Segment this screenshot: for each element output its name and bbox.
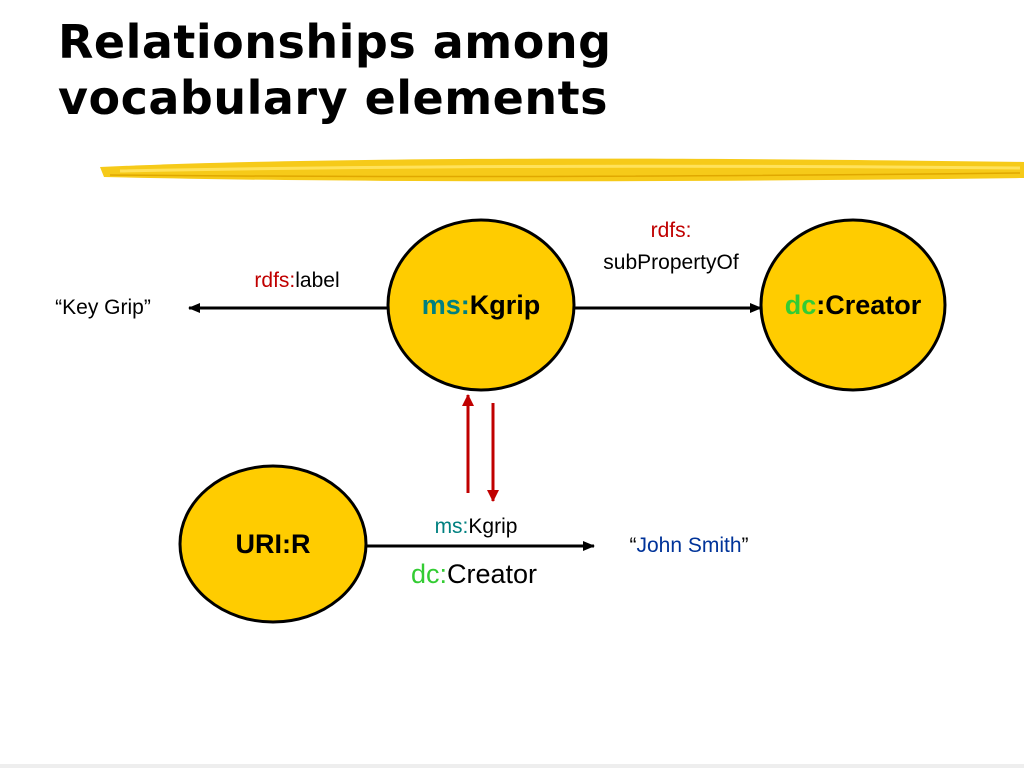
edge-subproperty-name: subPropertyOf xyxy=(603,251,739,274)
slide-title: Relationships among vocabulary elements xyxy=(58,14,612,126)
edge-uri-ms-prefix: ms: xyxy=(435,515,469,538)
footer-rule xyxy=(0,764,1024,768)
literal-johnsmith-close-quote: ” xyxy=(742,534,749,557)
node-uri xyxy=(178,464,368,624)
literal-keygrip: “Key Grip” xyxy=(55,296,151,319)
node-kgrip-name: Kgrip xyxy=(470,290,541,320)
edge-uri-dc-name: Creator xyxy=(447,559,537,589)
title-line-2: vocabulary elements xyxy=(58,71,608,125)
literal-johnsmith-open-quote: “ xyxy=(629,534,636,557)
node-kgrip-prefix: ms: xyxy=(422,290,470,320)
node-creator xyxy=(759,218,947,392)
node-kgrip-label: ms:Kgrip xyxy=(422,290,541,320)
title-line-1: Relationships among xyxy=(58,15,612,69)
node-uri-label: URI:R xyxy=(236,529,311,559)
node-creator-name: :Creator xyxy=(816,290,922,320)
edge-uri-ms-name: Kgrip xyxy=(468,515,517,538)
node-kgrip xyxy=(386,218,576,392)
edge-label-text: rdfs:label xyxy=(254,269,339,292)
edge-uri-dc-prefix: dc: xyxy=(411,559,447,589)
edge-uri-dc-label: dc:Creator xyxy=(411,559,537,589)
highlighter-underline xyxy=(100,158,1024,182)
edge-label-prefix: rdfs: xyxy=(254,269,295,292)
literal-johnsmith: “John Smith” xyxy=(629,534,748,557)
node-creator-prefix: dc xyxy=(785,290,817,320)
edge-uri-ms-label: ms:Kgrip xyxy=(435,515,518,538)
edge-subproperty-prefix: rdfs: xyxy=(651,219,692,242)
node-creator-label: dc:Creator xyxy=(785,290,922,320)
literal-johnsmith-value: John Smith xyxy=(636,534,741,557)
edge-label-name: label xyxy=(295,269,339,292)
